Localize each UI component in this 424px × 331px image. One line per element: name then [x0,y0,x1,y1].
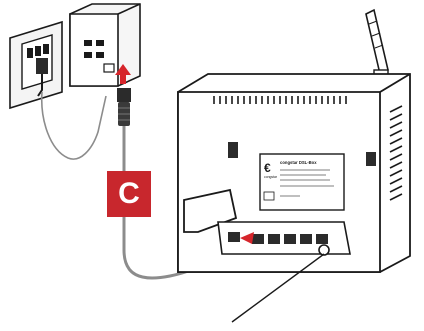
up-arrow-icon [115,64,131,84]
wall-socket-icon [9,20,63,110]
antenna-icon [365,8,389,81]
step-badge: C [107,171,151,217]
sticker-brand-mark: € [264,161,271,175]
router-label-sticker: € congstar congstar DSL-Box [259,153,345,211]
splitter-icon [69,3,141,87]
pointer-line [231,253,325,323]
sticker-brand: congstar [264,175,278,179]
lan-plug-top [117,88,131,126]
sticker-model: congstar DSL-Box [280,160,317,165]
phone-cable [40,91,107,160]
